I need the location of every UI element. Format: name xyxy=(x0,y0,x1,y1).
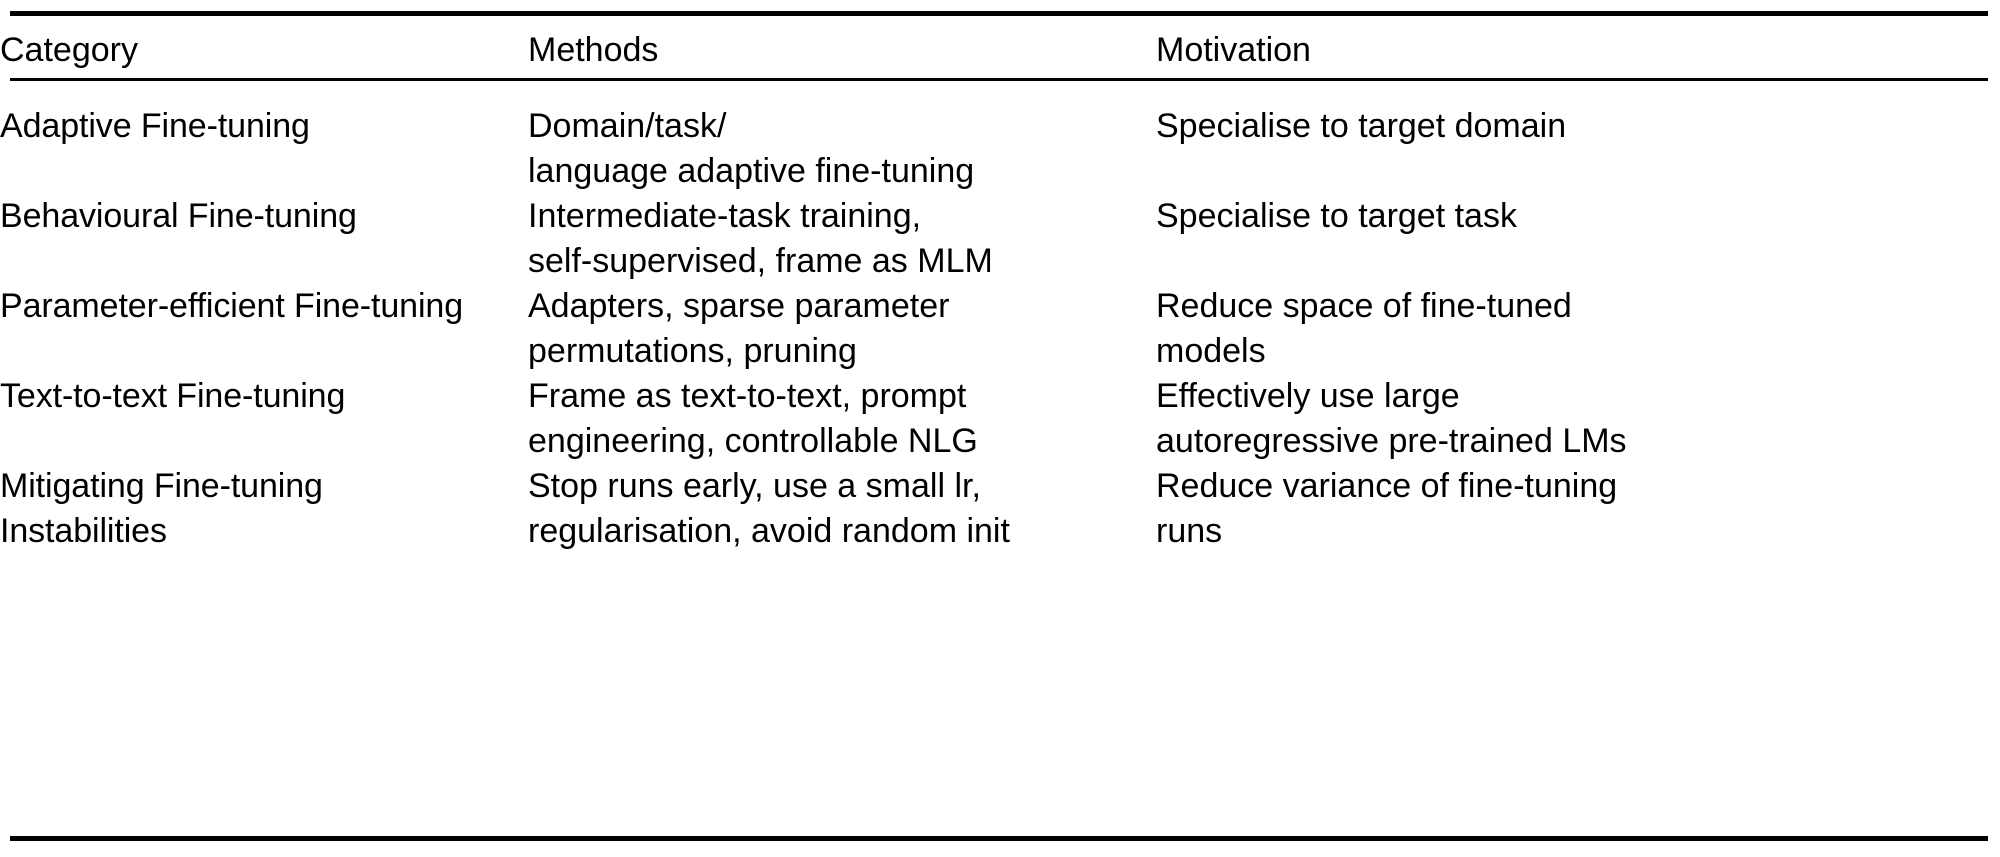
cell-motivation: Effectively use large autoregressive pre… xyxy=(1156,374,2000,464)
cell-line: language adaptive fine-tuning xyxy=(528,152,975,190)
cell-line: Reduce space of fine-tuned xyxy=(1156,287,1572,325)
cell-line: Frame as text-to-text, prompt xyxy=(528,377,967,415)
cell-line: autoregressive pre-trained LMs xyxy=(1156,422,1627,460)
table-row: Behavioural Fine-tuning Intermediate-tas… xyxy=(0,194,2000,284)
cell-line: Adaptive Fine-tuning xyxy=(0,107,310,145)
table-row: Mitigating Fine-tuning Instabilities Sto… xyxy=(0,464,2000,578)
cell-category: Parameter-efficient Fine-tuning xyxy=(0,284,528,374)
taxonomy-table: Category Methods Motivation Adaptive Fin… xyxy=(0,0,2000,578)
cell-motivation: Specialise to target domain xyxy=(1156,78,2000,194)
cell-category: Adaptive Fine-tuning xyxy=(0,78,528,194)
table-body: Adaptive Fine-tuning Domain/task/ langua… xyxy=(0,78,2000,578)
cell-line: Text-to-text Fine-tuning xyxy=(0,377,346,415)
cell-line: Stop runs early, use a small lr, xyxy=(528,467,981,505)
table-bottom-rule xyxy=(10,836,1988,841)
cell-line: models xyxy=(1156,332,1266,370)
cell-line: regularisation, avoid random init xyxy=(528,512,1010,550)
table-top-rule xyxy=(10,11,1988,16)
cell-line: Behavioural Fine-tuning xyxy=(0,197,357,235)
column-header-motivation: Motivation xyxy=(1156,31,1311,69)
table-header-rule xyxy=(10,78,1988,81)
cell-line: Parameter-efficient Fine-tuning xyxy=(0,287,464,325)
cell-line: self-supervised, frame as MLM xyxy=(528,242,993,280)
table-row: Text-to-text Fine-tuning Frame as text-t… xyxy=(0,374,2000,464)
cell-motivation: Reduce space of fine-tuned models xyxy=(1156,284,2000,374)
cell-motivation: Reduce variance of fine-tuning runs xyxy=(1156,464,2000,578)
cell-motivation: Specialise to target task xyxy=(1156,194,2000,284)
cell-line: Domain/task/ xyxy=(528,107,727,145)
cell-line: Effectively use large xyxy=(1156,377,1460,415)
cell-line: permutations, pruning xyxy=(528,332,857,370)
cell-line: Reduce variance of fine-tuning xyxy=(1156,467,1618,505)
cell-line: Specialise to target domain xyxy=(1156,107,1567,145)
table-row: Adaptive Fine-tuning Domain/task/ langua… xyxy=(0,78,2000,194)
table-header: Category Methods Motivation xyxy=(0,0,2000,78)
cell-methods: Stop runs early, use a small lr, regular… xyxy=(528,464,1156,578)
cell-line: Instabilities xyxy=(0,512,167,550)
cell-line: Mitigating Fine-tuning xyxy=(0,467,323,505)
cell-category: Text-to-text Fine-tuning xyxy=(0,374,528,464)
cell-line: engineering, controllable NLG xyxy=(528,422,978,460)
cell-line: Adapters, sparse parameter xyxy=(528,287,950,325)
cell-methods: Frame as text-to-text, prompt engineerin… xyxy=(528,374,1156,464)
cell-line: Specialise to target task xyxy=(1156,197,1517,235)
cell-methods: Domain/task/ language adaptive fine-tuni… xyxy=(528,78,1156,194)
header-row: Category Methods Motivation xyxy=(0,0,2000,78)
column-header-category: Category xyxy=(0,31,138,69)
cell-line: Intermediate-task training, xyxy=(528,197,922,235)
column-header-methods: Methods xyxy=(528,31,659,69)
cell-methods: Intermediate-task training, self-supervi… xyxy=(528,194,1156,284)
cell-category: Mitigating Fine-tuning Instabilities xyxy=(0,464,528,578)
cell-methods: Adapters, sparse parameter permutations,… xyxy=(528,284,1156,374)
cell-line: runs xyxy=(1156,512,1223,550)
table-row: Parameter-efficient Fine-tuning Adapters… xyxy=(0,284,2000,374)
cell-category: Behavioural Fine-tuning xyxy=(0,194,528,284)
